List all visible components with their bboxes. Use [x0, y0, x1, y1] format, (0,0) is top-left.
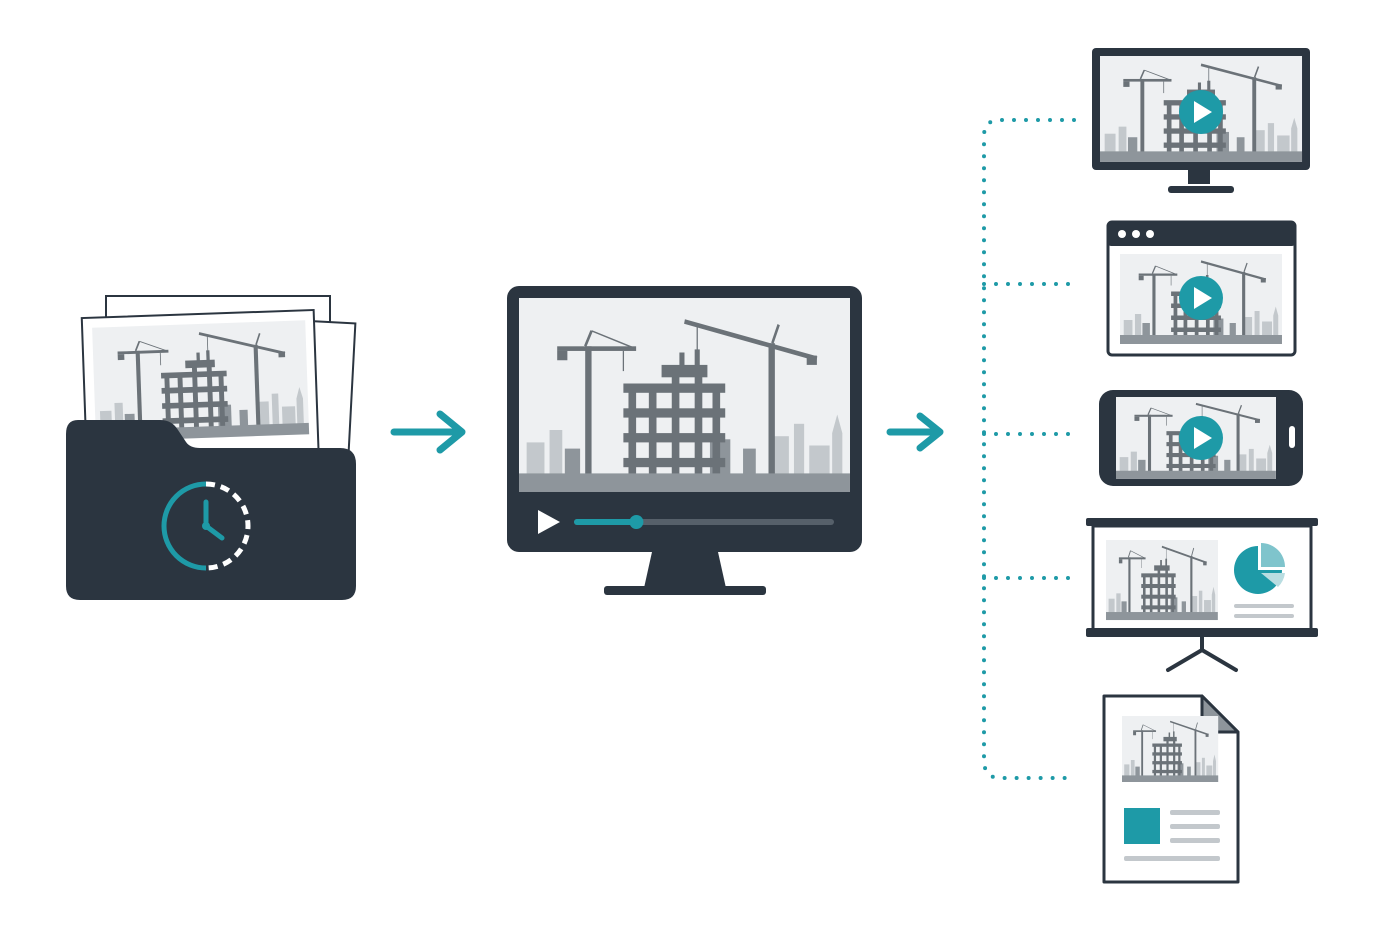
play-icon[interactable]	[1179, 90, 1223, 134]
output-browser	[1106, 220, 1297, 357]
distribution-connector	[982, 118, 1076, 780]
output-presentation	[1086, 518, 1318, 672]
output-phone	[1099, 390, 1303, 486]
pie-chart-icon	[1234, 543, 1285, 594]
arrow-right-icon	[390, 410, 466, 454]
progress-bar-fill	[574, 519, 637, 525]
progress-handle[interactable]	[629, 515, 644, 529]
monitor-stand	[644, 552, 726, 588]
desktop-monitor-video-player	[507, 286, 862, 595]
arrow-right-icon	[886, 412, 944, 452]
output-tv	[1092, 48, 1310, 193]
folder-icon	[66, 420, 356, 600]
document-image-placeholder	[1124, 808, 1160, 844]
play-icon[interactable]	[538, 510, 560, 534]
timelapse-clock-icon	[161, 481, 251, 571]
output-document	[1102, 694, 1240, 884]
photo-folder	[66, 295, 357, 600]
projector-screen-icon	[1086, 518, 1318, 526]
play-icon[interactable]	[1179, 416, 1223, 460]
play-icon[interactable]	[1179, 276, 1223, 320]
